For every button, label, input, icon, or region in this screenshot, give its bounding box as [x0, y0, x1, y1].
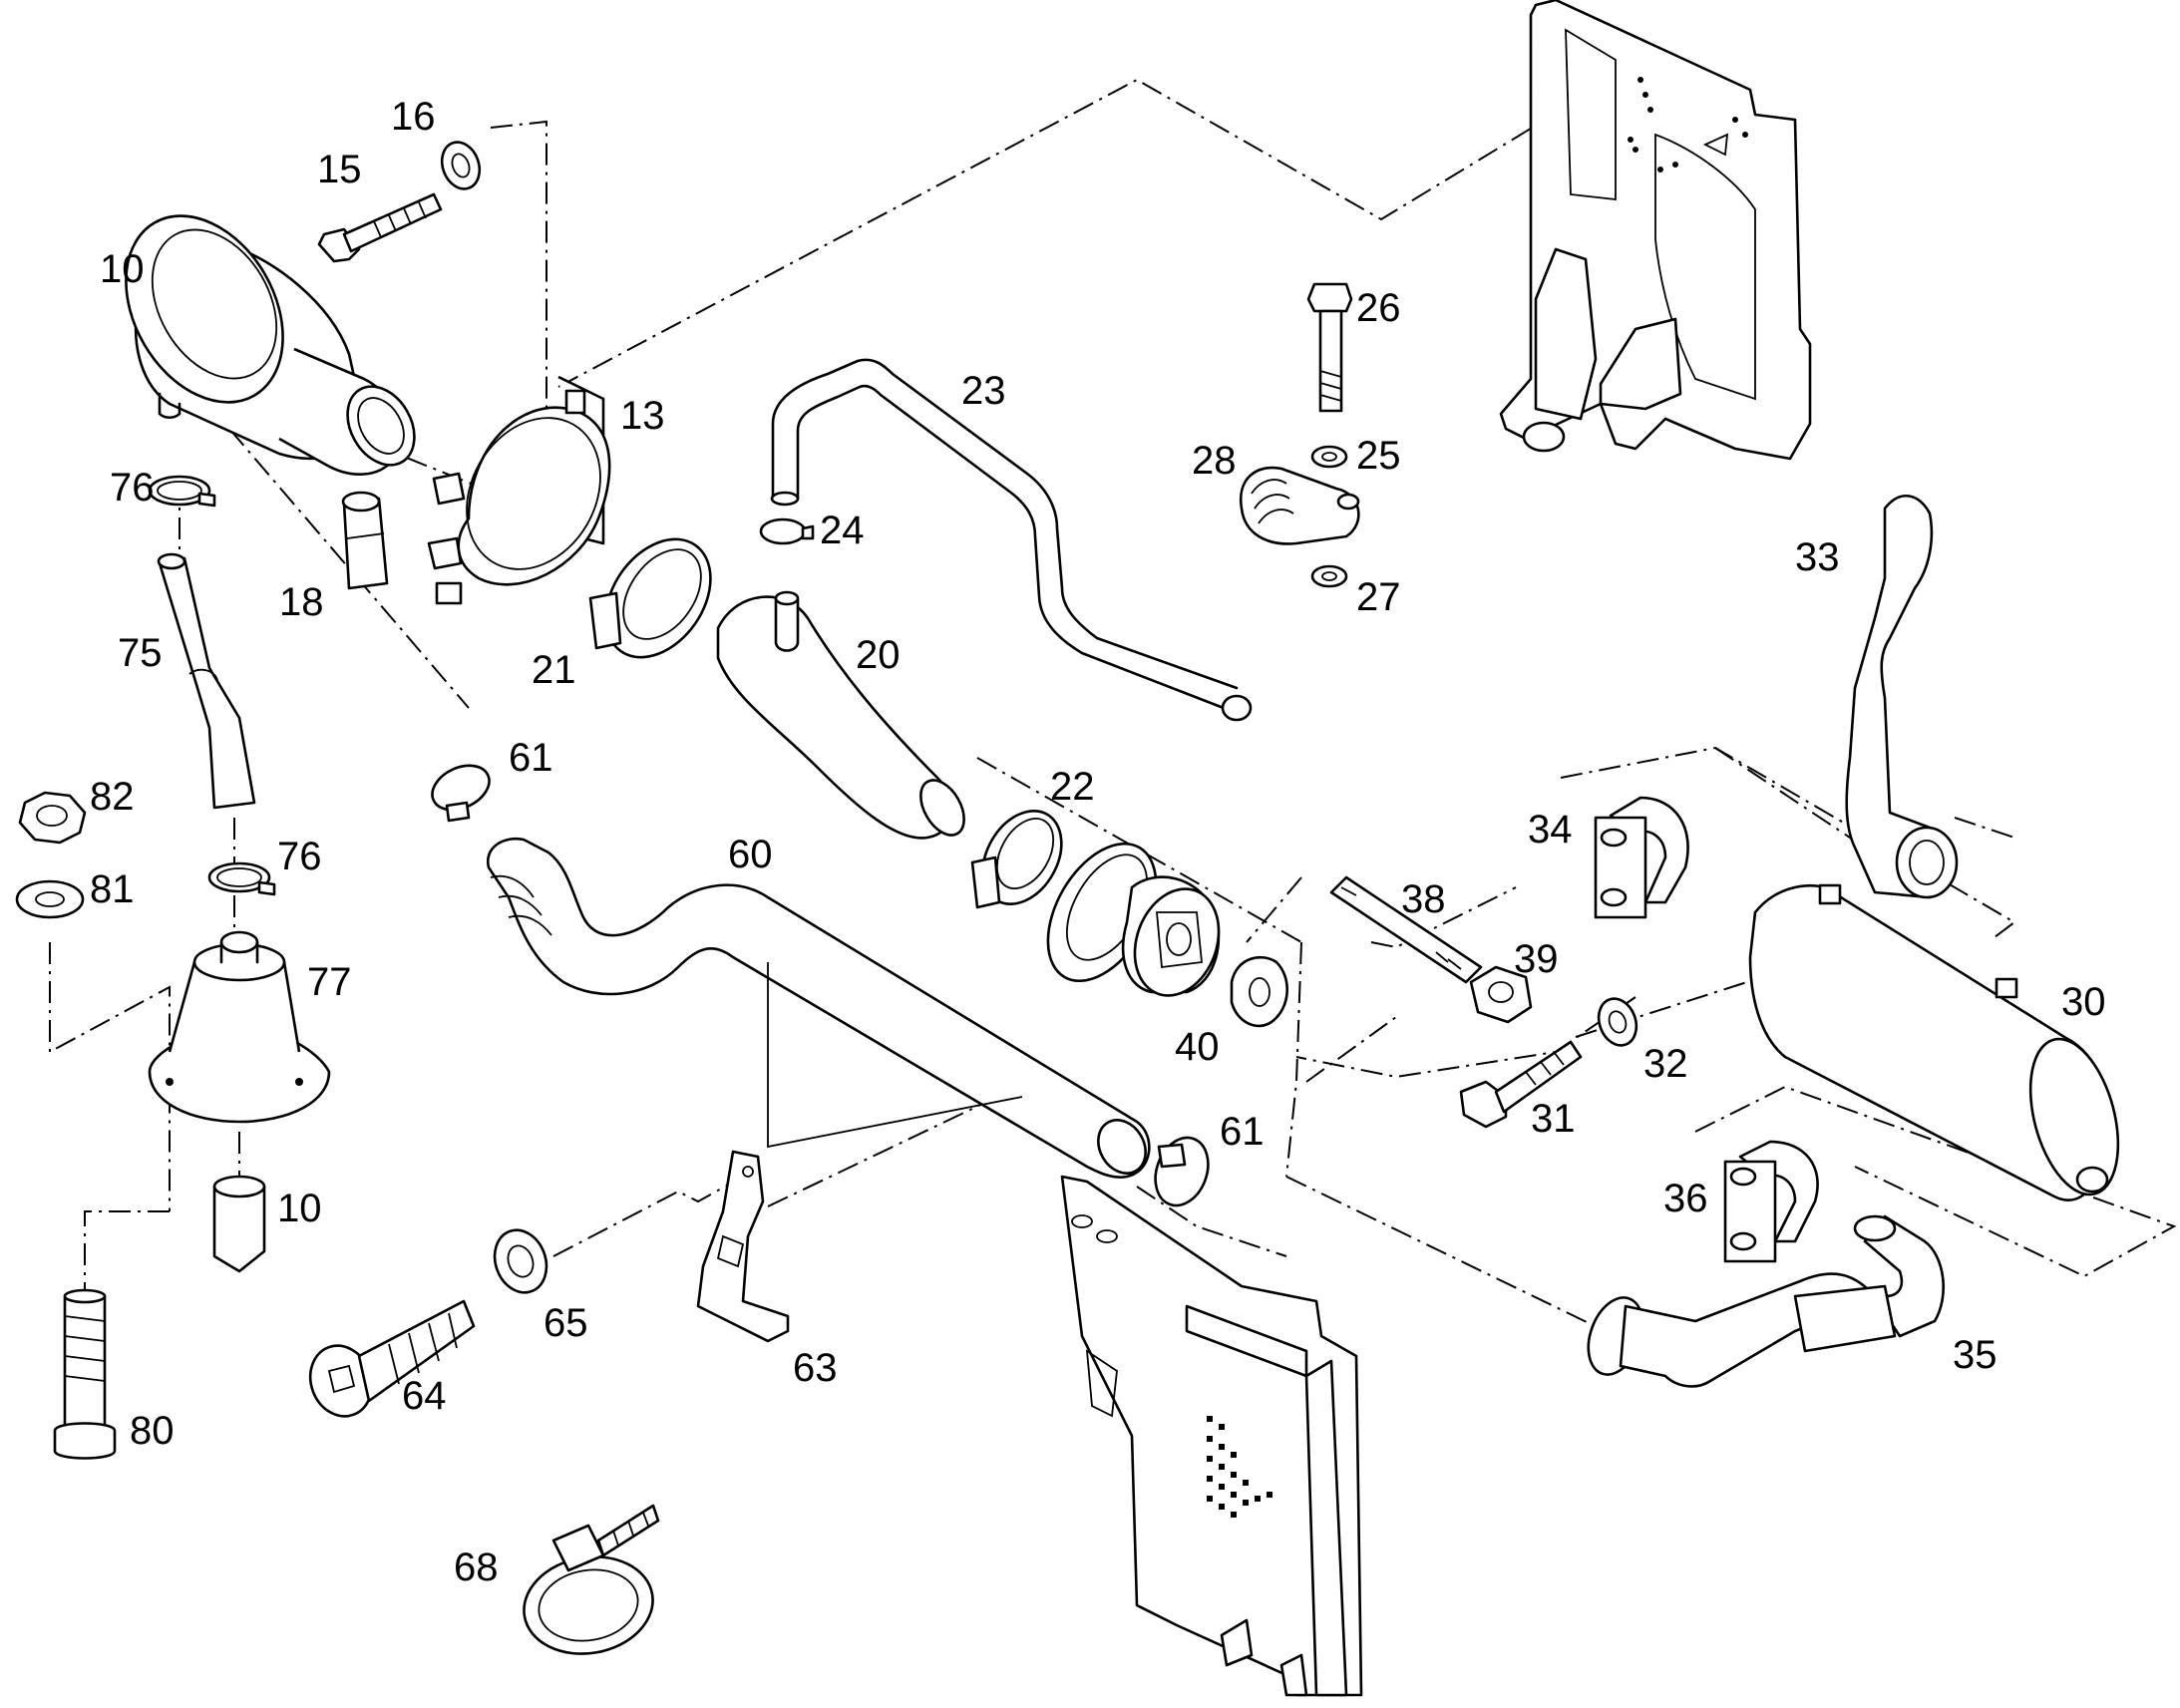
callout-24: 24	[820, 509, 865, 552]
part-24-clip	[759, 517, 815, 545]
callout-13: 13	[620, 394, 665, 438]
part-77-rubber-boot	[148, 930, 331, 1124]
mounting-plate-bottom	[1060, 1175, 1363, 1697]
callout-64: 64	[402, 1374, 447, 1418]
part-61-clamp-b	[1154, 1136, 1210, 1207]
callout-65: 65	[544, 1301, 588, 1345]
callout-27: 27	[1356, 575, 1401, 619]
callout-33: 33	[1795, 535, 1840, 579]
part-39-nut	[1469, 965, 1533, 1024]
callout-34: 34	[1528, 808, 1573, 852]
callout-38: 38	[1401, 877, 1446, 921]
part-27-washer	[1310, 564, 1348, 588]
callout-28: 28	[1192, 439, 1237, 483]
part-13-bracket	[427, 375, 611, 605]
part-75-hose	[157, 552, 256, 810]
part-18-sleeve	[341, 491, 389, 590]
callout-68: 68	[454, 1545, 499, 1589]
part-28-bush	[1239, 466, 1360, 545]
part-16-washer	[440, 141, 482, 190]
callout-21: 21	[532, 648, 576, 692]
callout-23: 23	[961, 369, 1006, 413]
callout-63: 63	[793, 1346, 838, 1390]
callout-39: 39	[1514, 937, 1559, 981]
part-36-u-clamp	[1723, 1140, 1819, 1263]
part-10-air-filter	[125, 214, 416, 476]
part-34-u-clamp	[1594, 796, 1689, 919]
part-23-pipe	[770, 358, 1253, 722]
callout-25: 25	[1356, 434, 1401, 478]
callout-16: 16	[391, 95, 436, 139]
part-30-muffler	[1748, 883, 2120, 1201]
callout-61-lower: 61	[1220, 1110, 1265, 1154]
callout-40: 40	[1175, 1025, 1220, 1069]
callout-15: 15	[317, 148, 362, 191]
part-81-washer	[15, 879, 85, 919]
part-61-clamp-a	[431, 764, 491, 823]
part-31-bolt	[1459, 1040, 1583, 1129]
part-80-bolt	[53, 1288, 117, 1460]
callout-18: 18	[279, 580, 324, 624]
part-21-clamp	[588, 537, 712, 659]
callout-30: 30	[2061, 980, 2106, 1024]
callout-10: 10	[100, 247, 145, 291]
part-60-hose	[486, 837, 1151, 1179]
callout-22: 22	[1050, 765, 1095, 809]
part-coupling-rings	[1046, 842, 1221, 997]
callout-75: 75	[118, 631, 163, 675]
callout-81: 81	[90, 867, 135, 911]
part-15-bolt	[317, 192, 443, 263]
mounting-plate-top	[1499, 0, 1812, 461]
part-76-clamp-lower	[207, 861, 276, 896]
dot-grid-pattern	[1207, 1416, 1272, 1518]
callout-20: 20	[856, 633, 901, 677]
callout-26: 26	[1356, 286, 1401, 330]
callout-60: 60	[728, 833, 773, 876]
part-63-bracket	[696, 1150, 790, 1343]
callout-82: 82	[90, 775, 135, 819]
part-40-flange	[1230, 955, 1288, 1028]
callout-labels: 10 15 16 13 18 21 20 23 24 26 28 25 27 3…	[90, 95, 2106, 1589]
callout-80: 80	[130, 1409, 175, 1453]
part-32-washer	[1597, 997, 1638, 1047]
part-82-nut	[18, 791, 87, 845]
part-76-clamp-upper	[148, 475, 216, 508]
part-10-inlet-nozzle	[212, 1175, 266, 1273]
callout-10-lower: 10	[277, 1187, 322, 1230]
part-38-stud	[1329, 875, 1483, 984]
part-65-washer	[493, 1228, 548, 1294]
callout-32: 32	[1643, 1042, 1688, 1086]
part-64-socket-screw	[308, 1299, 476, 1418]
callout-36: 36	[1663, 1177, 1708, 1220]
callout-77: 77	[307, 960, 352, 1004]
callout-76-lower: 76	[277, 835, 322, 878]
callout-76-upper: 76	[110, 466, 155, 510]
callout-61-upper: 61	[509, 736, 553, 780]
part-68-cable-tie	[523, 1504, 660, 1655]
part-25-washer	[1310, 445, 1348, 469]
part-33-tailpipe	[1845, 494, 1959, 899]
callout-35: 35	[1953, 1333, 1998, 1377]
part-20-elbow-hose	[716, 590, 965, 840]
part-22-clamp	[970, 809, 1063, 909]
part-26-bolt	[1306, 282, 1353, 413]
callout-31: 31	[1531, 1097, 1576, 1141]
part-35-exhaust-bend	[1587, 1214, 1946, 1388]
